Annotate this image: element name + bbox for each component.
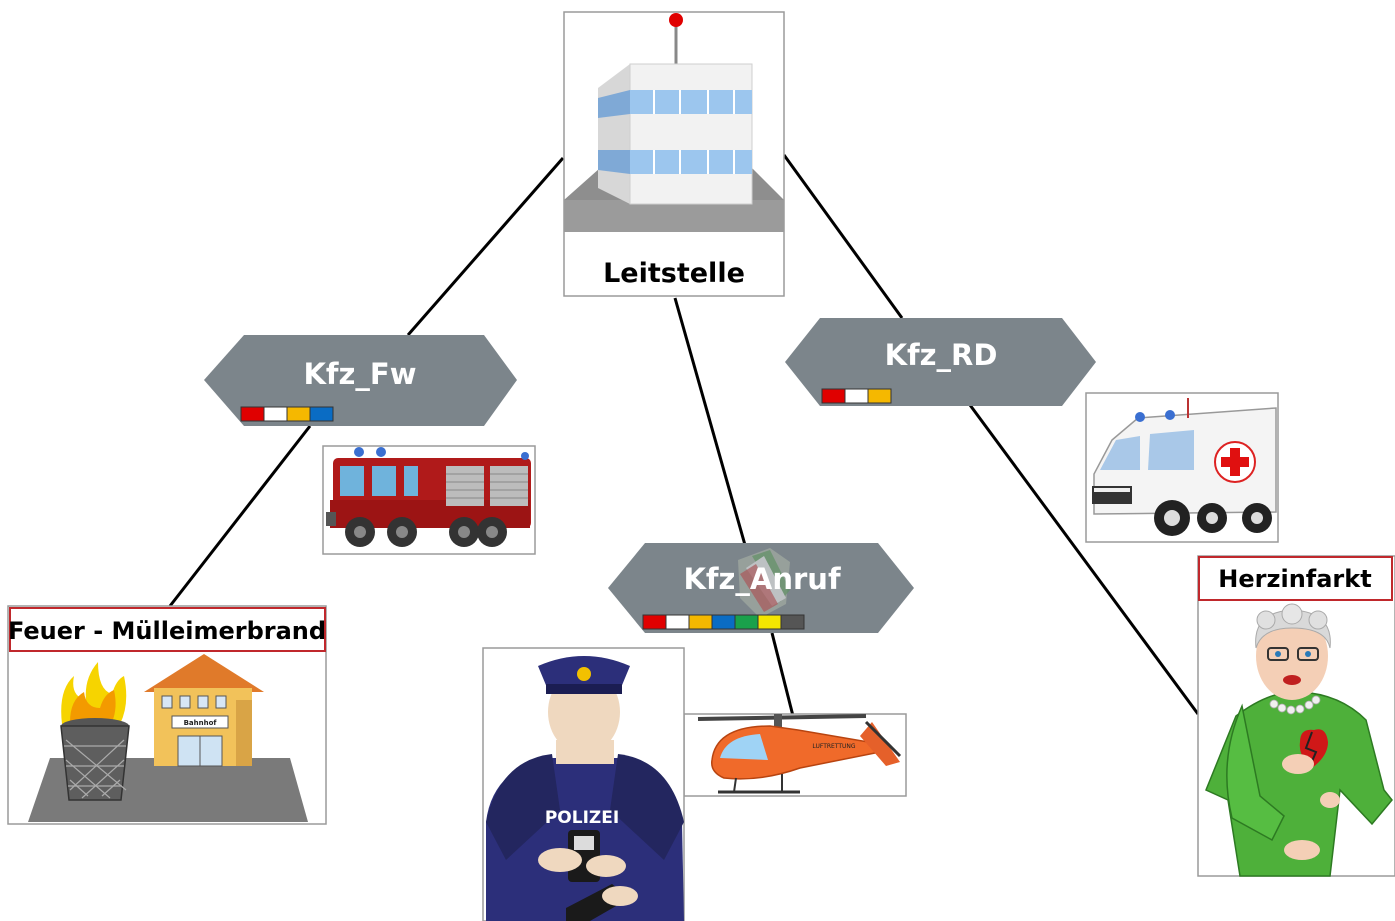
fire-truck-picture xyxy=(322,445,536,555)
helicopter-picture: LUFTRETTUNG xyxy=(683,713,907,797)
status-color-swatch xyxy=(642,614,667,630)
building-sign: Bahnhof xyxy=(184,719,218,727)
status-color-bar-fw xyxy=(240,406,334,422)
status-color-swatch xyxy=(757,614,782,630)
status-color-swatch xyxy=(309,406,334,422)
line-anruf-helicopter xyxy=(770,632,795,717)
status-color-swatch xyxy=(821,388,846,404)
leitstelle-node: Leitstelle xyxy=(563,11,785,297)
vehicle-node-anruf: Kfz_Anruf xyxy=(608,543,914,633)
status-color-swatch xyxy=(734,614,759,630)
status-color-swatch xyxy=(286,406,311,422)
vehicle-node-fw: Kfz_Fw xyxy=(204,335,517,426)
line-rd-heart xyxy=(968,404,1200,715)
connection-lines xyxy=(168,154,1200,717)
line-leitstelle-fw xyxy=(406,157,565,336)
vehicle-label-anruf: Kfz_Anruf xyxy=(683,562,841,596)
ambulance-icon xyxy=(1092,398,1277,536)
fire-truck-icon xyxy=(326,447,531,547)
status-color-swatch xyxy=(263,406,288,422)
incident-label-heart: Herzinfarkt xyxy=(1218,565,1371,593)
incident-heart-attack: Herzinfarkt xyxy=(1197,555,1395,877)
incident-fire: Feuer - Mülleimerbrand Bahnhof xyxy=(7,605,327,825)
status-color-bar-anruf xyxy=(642,614,805,630)
helicopter-lettering: LUFTRETTUNG xyxy=(812,743,856,750)
vehicle-node-rd: Kfz_RD xyxy=(785,318,1096,406)
heart-attack-patient-icon xyxy=(1205,603,1393,877)
status-color-swatch xyxy=(665,614,690,630)
status-color-swatch xyxy=(844,388,869,404)
leitstelle-label: Leitstelle xyxy=(603,258,745,289)
burning-trash-can-icon xyxy=(28,662,308,822)
line-leitstelle-rd xyxy=(782,154,904,319)
police-lettering: POLIZEI xyxy=(545,808,619,828)
status-color-swatch xyxy=(688,614,713,630)
line-fw-fire xyxy=(168,425,312,607)
status-color-swatch xyxy=(240,406,265,422)
helicopter-icon: LUFTRETTUNG xyxy=(697,714,902,794)
vehicle-label-rd: Kfz_RD xyxy=(885,338,998,372)
incident-label-fire: Feuer - Mülleimerbrand xyxy=(8,617,326,645)
control-center-building-icon xyxy=(564,13,784,232)
police-officer-icon: POLIZEI xyxy=(486,656,684,921)
status-color-bar-rd xyxy=(821,388,892,404)
status-color-swatch xyxy=(867,388,892,404)
vehicle-label-fw: Kfz_Fw xyxy=(303,357,416,391)
status-color-swatch xyxy=(780,614,805,630)
status-color-swatch xyxy=(711,614,736,630)
train-station-building-icon: Bahnhof xyxy=(144,654,264,767)
map-watermark-icon xyxy=(738,548,790,618)
line-leitstelle-anruf xyxy=(673,297,747,546)
ambulance-picture xyxy=(1085,392,1279,543)
police-officer-picture: POLIZEI xyxy=(482,647,685,921)
